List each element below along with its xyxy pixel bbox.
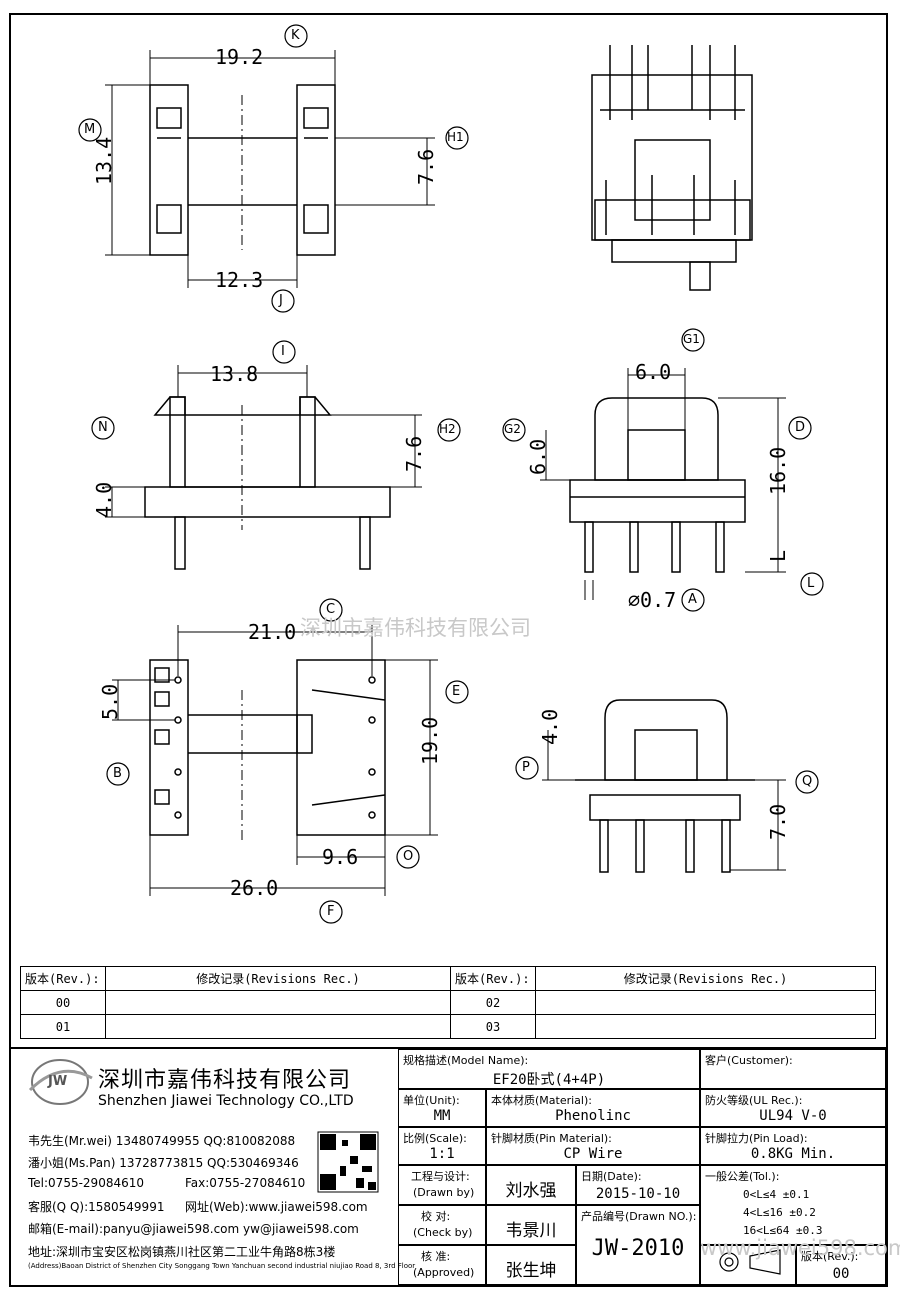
model-value: EF20卧式(4+4P)	[492, 1072, 606, 1088]
address-en: (Address)Baoan District of Shenzhen City…	[28, 1262, 416, 1270]
projection-cell	[700, 1245, 796, 1285]
watermark-url: www.jiawei598.com	[700, 1236, 900, 1260]
title-separator	[11, 1047, 886, 1049]
dim-16-0: 16.0	[766, 446, 790, 495]
customer-cell: 客户(Customer):	[700, 1049, 886, 1089]
rev-header-2: 版本(Rev.):	[450, 966, 536, 991]
label-N: N	[98, 420, 108, 435]
drawing-number-cell: 产品编号(Drawn NO.): JW-2010	[576, 1205, 700, 1285]
rec-cell	[105, 1014, 451, 1039]
rev-cell-02: 02	[450, 990, 536, 1015]
tel: Tel:0755-29084610	[28, 1176, 144, 1190]
dim-4-0-side: 4.0	[92, 481, 116, 518]
view-end	[542, 699, 786, 873]
label-G1: G1	[683, 332, 700, 346]
rev-cell-03: 03	[450, 1014, 536, 1039]
rev-cell-00: 00	[20, 990, 106, 1015]
label-C: C	[326, 602, 336, 617]
view-bottom	[112, 625, 438, 896]
view-side	[105, 365, 422, 570]
dim-L: L	[766, 549, 790, 562]
rec-cell	[535, 990, 876, 1015]
label-J: J	[279, 293, 283, 308]
label-A: A	[688, 592, 697, 607]
logo-text: JW	[48, 1074, 68, 1089]
check-by-value: 韦景川	[486, 1205, 576, 1245]
material-cell: 本体材质(Material): Phenolinc	[486, 1089, 700, 1127]
address-cn: 地址:深圳市宝安区松岗镇燕川社区第二工业牛角路8栋3楼	[28, 1245, 336, 1259]
website: 网址(Web):www.jiawei598.com	[185, 1200, 368, 1214]
rev-header-1: 版本(Rev.):	[20, 966, 106, 991]
label-F: F	[327, 904, 335, 919]
dim-26-0: 26.0	[230, 876, 279, 900]
pin-material-cell: 针脚材质(Pin Material): CP Wire	[486, 1127, 700, 1165]
label-O: O	[403, 849, 414, 864]
label-P: P	[522, 760, 530, 775]
pin-load-cell: 针脚拉力(Pin Load): 0.8KG Min.	[700, 1127, 886, 1165]
drawn-by-label: 工程与设计: (Drawn by)	[398, 1165, 486, 1205]
label-M: M	[84, 122, 96, 137]
rec-header-1: 修改记录(Revisions Rec.)	[105, 966, 451, 991]
dim-9-6: 9.6	[322, 845, 359, 869]
label-L: L	[807, 576, 815, 591]
label-E: E	[452, 684, 461, 699]
view-top-left	[105, 50, 435, 288]
label-H1: H1	[447, 130, 464, 144]
check-by-label: 校 对: (Check by)	[398, 1205, 486, 1245]
dim-13-8: 13.8	[210, 362, 259, 386]
dim-7-0: 7.0	[766, 803, 790, 840]
revisions-table: 版本(Rev.): 修改记录(Revisions Rec.) 版本(Rev.):…	[20, 966, 876, 1039]
tolerance-cell: 一般公差(Tol.): 0<L≤4 ±0.1 4<L≤16 ±0.2 16<L≤…	[700, 1165, 886, 1245]
rec-header-2: 修改记录(Revisions Rec.)	[535, 966, 876, 991]
rev-cell-01: 01	[20, 1014, 106, 1039]
rev-cell: 版本(Rev.): 00	[796, 1245, 886, 1285]
email: 邮箱(E-mail):panyu@jiawei598.com yw@jiawei…	[28, 1222, 359, 1236]
view-isometric	[591, 45, 753, 291]
dim-7-6-side: 7.6	[402, 435, 426, 472]
company-name-en: Shenzhen Jiawei Technology CO.,LTD	[98, 1093, 354, 1109]
label-B: B	[113, 766, 122, 781]
ul-cell: 防火等级(UL Rec.): UL94 V-0	[700, 1089, 886, 1127]
rec-cell	[105, 990, 451, 1015]
contact-pan: 潘小姐(Ms.Pan) 13728773815 QQ:530469346	[28, 1156, 299, 1170]
label-D: D	[795, 420, 806, 435]
dim-13-4: 13.4	[92, 136, 116, 185]
dim-6-0-top: 6.0	[635, 360, 672, 384]
fax: Fax:0755-27084610	[185, 1176, 306, 1190]
dim-19-0: 19.0	[418, 716, 442, 765]
label-Q: Q	[802, 774, 813, 789]
dim-5-0: 5.0	[98, 683, 122, 720]
projection-symbol-icon	[719, 1249, 781, 1275]
scale-cell: 比例(Scale): 1:1	[398, 1127, 486, 1165]
customer-qq: 客服(Q Q):1580549991	[28, 1200, 165, 1214]
date-cell: 日期(Date): 2015-10-10	[576, 1165, 700, 1205]
unit-cell: 单位(Unit): MM	[398, 1089, 486, 1127]
dim-19-2: 19.2	[215, 45, 264, 69]
model-cell: 规格描述(Model Name): EF20卧式(4+4P)	[398, 1049, 700, 1089]
company-logo	[28, 1059, 93, 1105]
dim-6-0-side: 6.0	[526, 438, 550, 475]
label-H2: H2	[439, 422, 456, 436]
dim-7-6-top: 7.6	[414, 148, 438, 185]
company-name-cn: 深圳市嘉伟科技有限公司	[98, 1068, 352, 1093]
view-front	[540, 368, 786, 600]
qr-code	[317, 1131, 379, 1193]
dim-12-3: 12.3	[215, 268, 264, 292]
drawing-frame	[9, 13, 888, 1287]
label-K: K	[291, 28, 300, 43]
dim-21-0: 21.0	[248, 620, 297, 644]
watermark: 深圳市嘉伟科技有限公司	[300, 616, 531, 640]
rec-cell	[535, 1014, 876, 1039]
dim-0-7: ∅0.7	[628, 588, 677, 612]
drawn-by-value: 刘水强	[486, 1165, 576, 1205]
approved-label: 核 准: (Approved)	[398, 1245, 486, 1285]
approved-value: 张生坤	[486, 1245, 576, 1285]
label-G2: G2	[504, 422, 521, 436]
dim-4-0-end: 4.0	[538, 708, 562, 745]
callout-circles	[78, 24, 824, 924]
label-I: I	[281, 344, 285, 359]
contact-wei: 韦先生(Mr.wei) 13480749955 QQ:810082088	[28, 1134, 296, 1148]
